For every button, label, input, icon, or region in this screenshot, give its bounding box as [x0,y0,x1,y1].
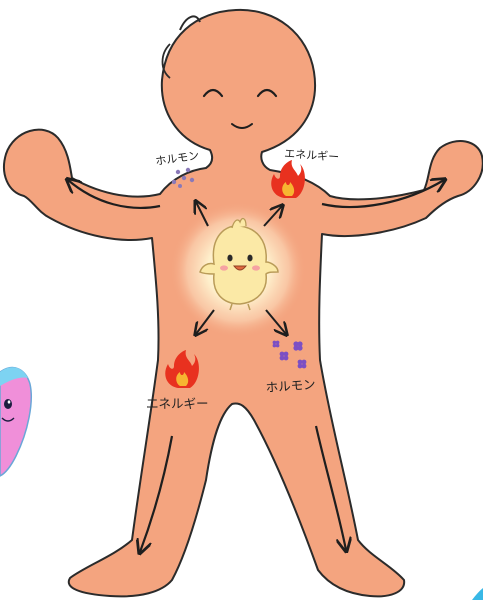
corner-accent [472,588,483,600]
side-character [0,367,31,476]
label-lower-left: エネルギー [146,396,209,411]
label-upper-left: ホルモン [155,149,200,168]
label-upper-right: エネルギー [284,147,340,164]
flame-icon [271,160,305,198]
